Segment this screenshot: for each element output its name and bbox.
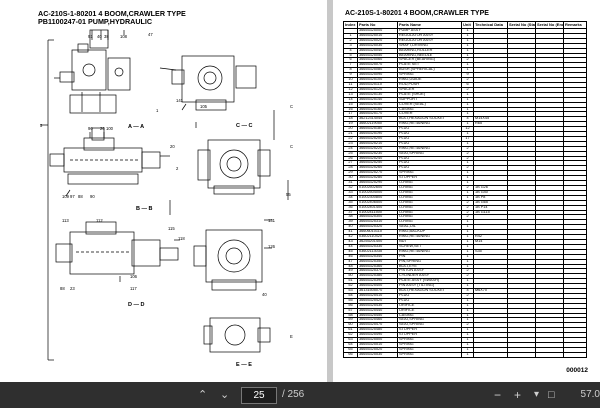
section-label-d: D — D xyxy=(128,302,145,308)
svg-text:55: 55 xyxy=(286,192,291,197)
col-header-technical-data: Technical Data xyxy=(473,21,508,29)
zoom-dropdown-icon[interactable]: ▾ xyxy=(534,389,540,400)
svg-text:91: 91 xyxy=(88,34,93,39)
svg-text:109: 109 xyxy=(62,194,70,199)
zoom-level[interactable]: 57.0 xyxy=(580,389,600,400)
section-labels: A — A C — C B — B D — D E — E xyxy=(128,123,253,368)
svg-text:131: 131 xyxy=(268,218,276,223)
parts-list-title: AC-210S-1-80201 4 BOOM,CRAWLER TYPE xyxy=(345,10,489,17)
table-cell: 36655325530 xyxy=(357,351,398,358)
svg-text:126: 126 xyxy=(268,244,276,249)
page-code: 000012 xyxy=(566,367,588,374)
svg-text:97: 97 xyxy=(70,194,75,199)
svg-text:40: 40 xyxy=(97,34,102,39)
page-total-label: / 256 xyxy=(282,389,305,400)
svg-text:113: 113 xyxy=(62,218,69,223)
section-label-b: B — B xyxy=(136,206,153,212)
col-header-parts-no: Parts No xyxy=(357,21,398,29)
table-header-row: Index Parts No Parts Name Unit Technical… xyxy=(343,21,587,29)
chevron-down-icon[interactable]: ⌄ xyxy=(220,389,230,401)
svg-text:E: E xyxy=(290,334,293,339)
table-cell: SPRING xyxy=(397,351,462,358)
svg-text:23: 23 xyxy=(70,286,75,291)
table-cell xyxy=(563,351,587,358)
svg-text:88: 88 xyxy=(60,286,65,291)
pdf-viewer-toolbar: ⌃ ⌄ 25 / 256 − + ▾ □ 57.0 xyxy=(0,382,600,408)
svg-text:106: 106 xyxy=(130,274,138,279)
svg-text:C: C xyxy=(290,104,293,109)
table-cell xyxy=(535,351,564,358)
svg-text:26: 26 xyxy=(100,126,105,131)
left-pdf-page: AC-210S-1-80201 4 BOOM,CRAWLER TYPE PB11… xyxy=(0,0,327,382)
svg-text:117: 117 xyxy=(130,286,137,291)
page-title: AC-210S-1-80201 4 BOOM,CRAWLER TYPE xyxy=(38,9,186,18)
table-cell: 1 xyxy=(461,351,474,358)
svg-text:47: 47 xyxy=(148,32,153,37)
svg-text:115: 115 xyxy=(168,226,175,231)
page-subtitle: PB1100247-01 PUMP,HYDRAULIC xyxy=(38,17,153,26)
chevron-up-icon[interactable]: ⌃ xyxy=(198,389,208,401)
svg-text:3: 3 xyxy=(40,123,43,128)
svg-text:1: 1 xyxy=(156,108,159,113)
zoom-in-icon[interactable]: + xyxy=(514,388,522,402)
svg-text:2: 2 xyxy=(176,166,179,171)
svg-text:C: C xyxy=(290,144,293,149)
zoom-out-icon[interactable]: − xyxy=(494,388,502,402)
page-number-input[interactable]: 25 xyxy=(241,387,277,404)
svg-text:88: 88 xyxy=(78,194,83,199)
section-label-e: E — E xyxy=(236,362,252,368)
svg-text:90: 90 xyxy=(90,194,95,199)
svg-text:112: 112 xyxy=(96,218,103,223)
parts-list-table: Index Parts No Parts Name Unit Technical… xyxy=(343,21,587,358)
svg-text:108: 108 xyxy=(120,34,128,39)
table-cell: 66 xyxy=(343,351,358,358)
svg-text:141: 141 xyxy=(176,98,184,103)
svg-text:100: 100 xyxy=(106,126,114,131)
col-header-index: Index xyxy=(343,21,358,29)
col-header-remarks: Remarks xyxy=(563,21,587,29)
section-label-c: C — C xyxy=(236,123,253,129)
table-cell xyxy=(507,351,536,358)
svg-text:20: 20 xyxy=(170,144,175,149)
col-header-parts-name: Parts Name xyxy=(397,21,462,29)
table-cell xyxy=(473,351,508,358)
col-header-serial-start: Serial No (Start) xyxy=(507,21,536,29)
fit-page-icon[interactable]: □ xyxy=(548,389,555,401)
svg-text:38: 38 xyxy=(104,34,109,39)
col-header-unit: Unit xyxy=(461,21,474,29)
svg-text:96: 96 xyxy=(88,126,93,131)
svg-text:118: 118 xyxy=(178,236,185,241)
svg-text:40: 40 xyxy=(262,292,267,297)
col-header-serial-end: Serial No (End) xyxy=(535,21,564,29)
section-label-a: A — A xyxy=(128,124,144,130)
svg-text:105: 105 xyxy=(200,104,208,109)
